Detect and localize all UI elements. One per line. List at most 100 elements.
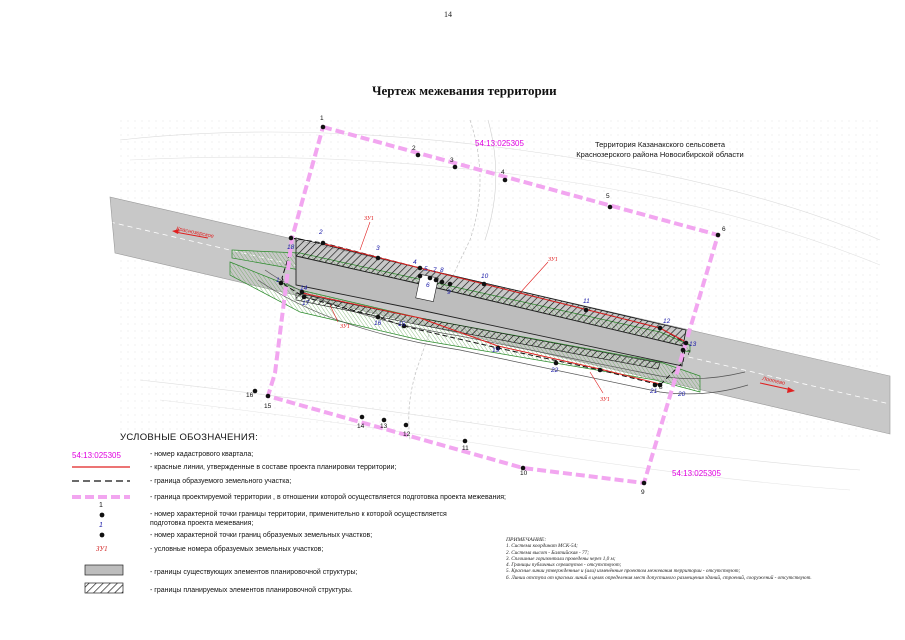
boundary-point-6-label: 6 [722,226,726,233]
boundary-point-13-label: 13 [380,423,388,430]
parcel-point-18-label: 18 [287,244,295,251]
boundary-point-9-marker [641,480,647,486]
parcel-point-17-label: 17 [302,300,310,307]
road-arrow-right: Лоптево [759,376,795,393]
parcel-point-22-label: 22 [550,367,559,374]
legend-blue-point [99,532,105,538]
parcel-point-16-marker [375,314,381,320]
parcel-point-9-label: 9 [447,289,451,296]
parcel-point-11-label: 11 [583,298,590,305]
parcel-point-2-label: 2 [318,229,323,236]
boundary-point-14-label: 14 [357,423,365,430]
parcel-point-3-marker [375,255,381,261]
boundary-point-16-marker [252,388,258,394]
boundary-point-5-marker [607,204,613,210]
drawing-title: Чертеж межевания территории [372,83,557,98]
boundary-point-1-label: 1 [320,115,324,122]
boundary-point-7-label: 7 [687,350,691,357]
parcel-point-7-label: 7 [433,267,437,274]
parcel-point-21-marker [597,367,603,373]
notes-block: ПРИМЕЧАНИЕ: 1. Система координат МСК-54;… [506,537,812,581]
zu-label-3: ЗУ1 [340,324,350,330]
zu-label-2: ЗУ1 [548,257,558,263]
note-line-1: 1. Система координат МСК-54; [506,543,578,550]
boundary-point-9-label: 9 [641,489,645,496]
parcel-point-21-label: 21 [649,388,658,395]
parcel-point-6-marker [427,275,433,281]
parcel-point-4-label: 4 [413,259,417,266]
boundary-point-10-label: 10 [520,470,528,477]
boundary-point-4-marker [502,177,508,183]
notes-heading: ПРИМЕЧАНИЕ: [506,537,547,543]
legend-quarter-code: 54:13:025305 [72,451,121,460]
legend-item-parcel-point: - номер характерной точки границ образуе… [150,532,373,539]
parcel-point-16-label: 16 [374,320,382,327]
boundary-point-3-label: 3 [450,157,454,164]
parcel-point-22-marker [553,360,559,366]
parcel-point-14-marker [299,289,305,295]
boundary-point-11-marker [462,438,468,444]
legend-title: УСЛОВНЫЕ ОБОЗНАЧЕНИЯ: [120,432,259,443]
boundary-point-15-label: 15 [264,403,272,410]
parcel-point-20-marker [657,382,663,388]
boundary-point-8-marker [652,382,658,388]
note-line-3: 3. Сплошные горизонтали проведены через … [506,555,616,562]
note-line-6: 6. Линии отступа от красных линий в целя… [506,574,812,581]
parcel-point-15-label: 15 [398,321,406,328]
parcel-point-13-marker [683,340,689,346]
parcel-point-20-label: 20 [677,391,686,398]
boundary-point-16-label: 16 [246,392,254,399]
boundary-point-10-marker [520,465,526,471]
service-road [257,269,749,395]
parcel-point-2-marker [320,240,326,246]
parcel-point-10-label: 10 [481,273,489,280]
note-line-4: 4. Границы публичных сервитутов - отсутс… [506,562,622,569]
parcel-point-9-marker [447,281,453,287]
boundary-point-13-marker [381,417,387,423]
parcel-point-8-marker [439,279,445,285]
legend-item-territory-point-cont: подготовка проекта межевания; [150,520,254,527]
zu-label-1: ЗУ1 [364,216,374,222]
legend-item-parcel-boundary: - граница образуемого земельного участка… [150,478,292,485]
parcel-point-19-marker [495,345,501,351]
note-line-2: 2. Система высот - Балтийская - 77; [506,549,589,556]
parcel-point-6-label: 6 [426,282,430,289]
boundary-point-4-label: 4 [501,169,505,176]
legend-zu-sample: ЗУ1 [96,545,108,553]
legend-item-planned: - границы планируемых элементов планиров… [150,587,353,594]
boundary-point-5-label: 5 [606,193,610,200]
boundary-point-12-marker [403,422,409,428]
parcel-point-19-label: 19 [492,347,500,354]
note-line-5: 5. Красные линии утвержденные и (или) из… [506,568,741,575]
parcel-point-13-label: 13 [689,341,697,348]
boundary-point-3-marker [452,164,458,170]
legend-item-quarter: - номер кадастрового квартала; [150,451,254,458]
legend-item-existing: - границы существующих элементов планиро… [150,569,358,576]
legend-black-point [99,512,105,518]
parcel-point-15-marker [401,323,407,329]
boundary-point-6-marker [715,232,721,238]
parcel-point-12-label: 12 [663,318,671,325]
road-label-right: Лоптево [761,376,786,387]
legend-existing-box [84,564,124,576]
boundary-point-8-label: 8 [659,384,663,391]
parcel-point-14-label: 14 [300,285,308,292]
parcel-point-18-marker [288,235,294,241]
parcel-point-3-label: 3 [376,245,380,252]
zu-label-4: ЗУ1 [600,397,610,403]
page-number: 14 [444,10,452,19]
legend-item-territory-point: - номер характерной точки границы террит… [150,511,447,518]
parcel-point-10-marker [481,281,487,287]
boundary-point-7-marker [680,347,686,353]
legend-item-zu: - условные номера образуемых земельных у… [150,546,324,553]
legend-item-red-lines: - красные линии, утвержденные в составе … [150,464,397,471]
zu-labels: ЗУ1 ЗУ1 ЗУ1 ЗУ1 [329,216,610,403]
quarter-label-top: 54:13:025305 [475,139,524,148]
boundary-point-2-label: 2 [412,145,416,152]
quarter-label-bottom: 54:13:025305 [672,469,721,478]
parcel-point-4-marker [417,265,423,271]
parcel-point-11-marker [583,307,589,313]
parcel-point-17-marker [301,294,307,300]
